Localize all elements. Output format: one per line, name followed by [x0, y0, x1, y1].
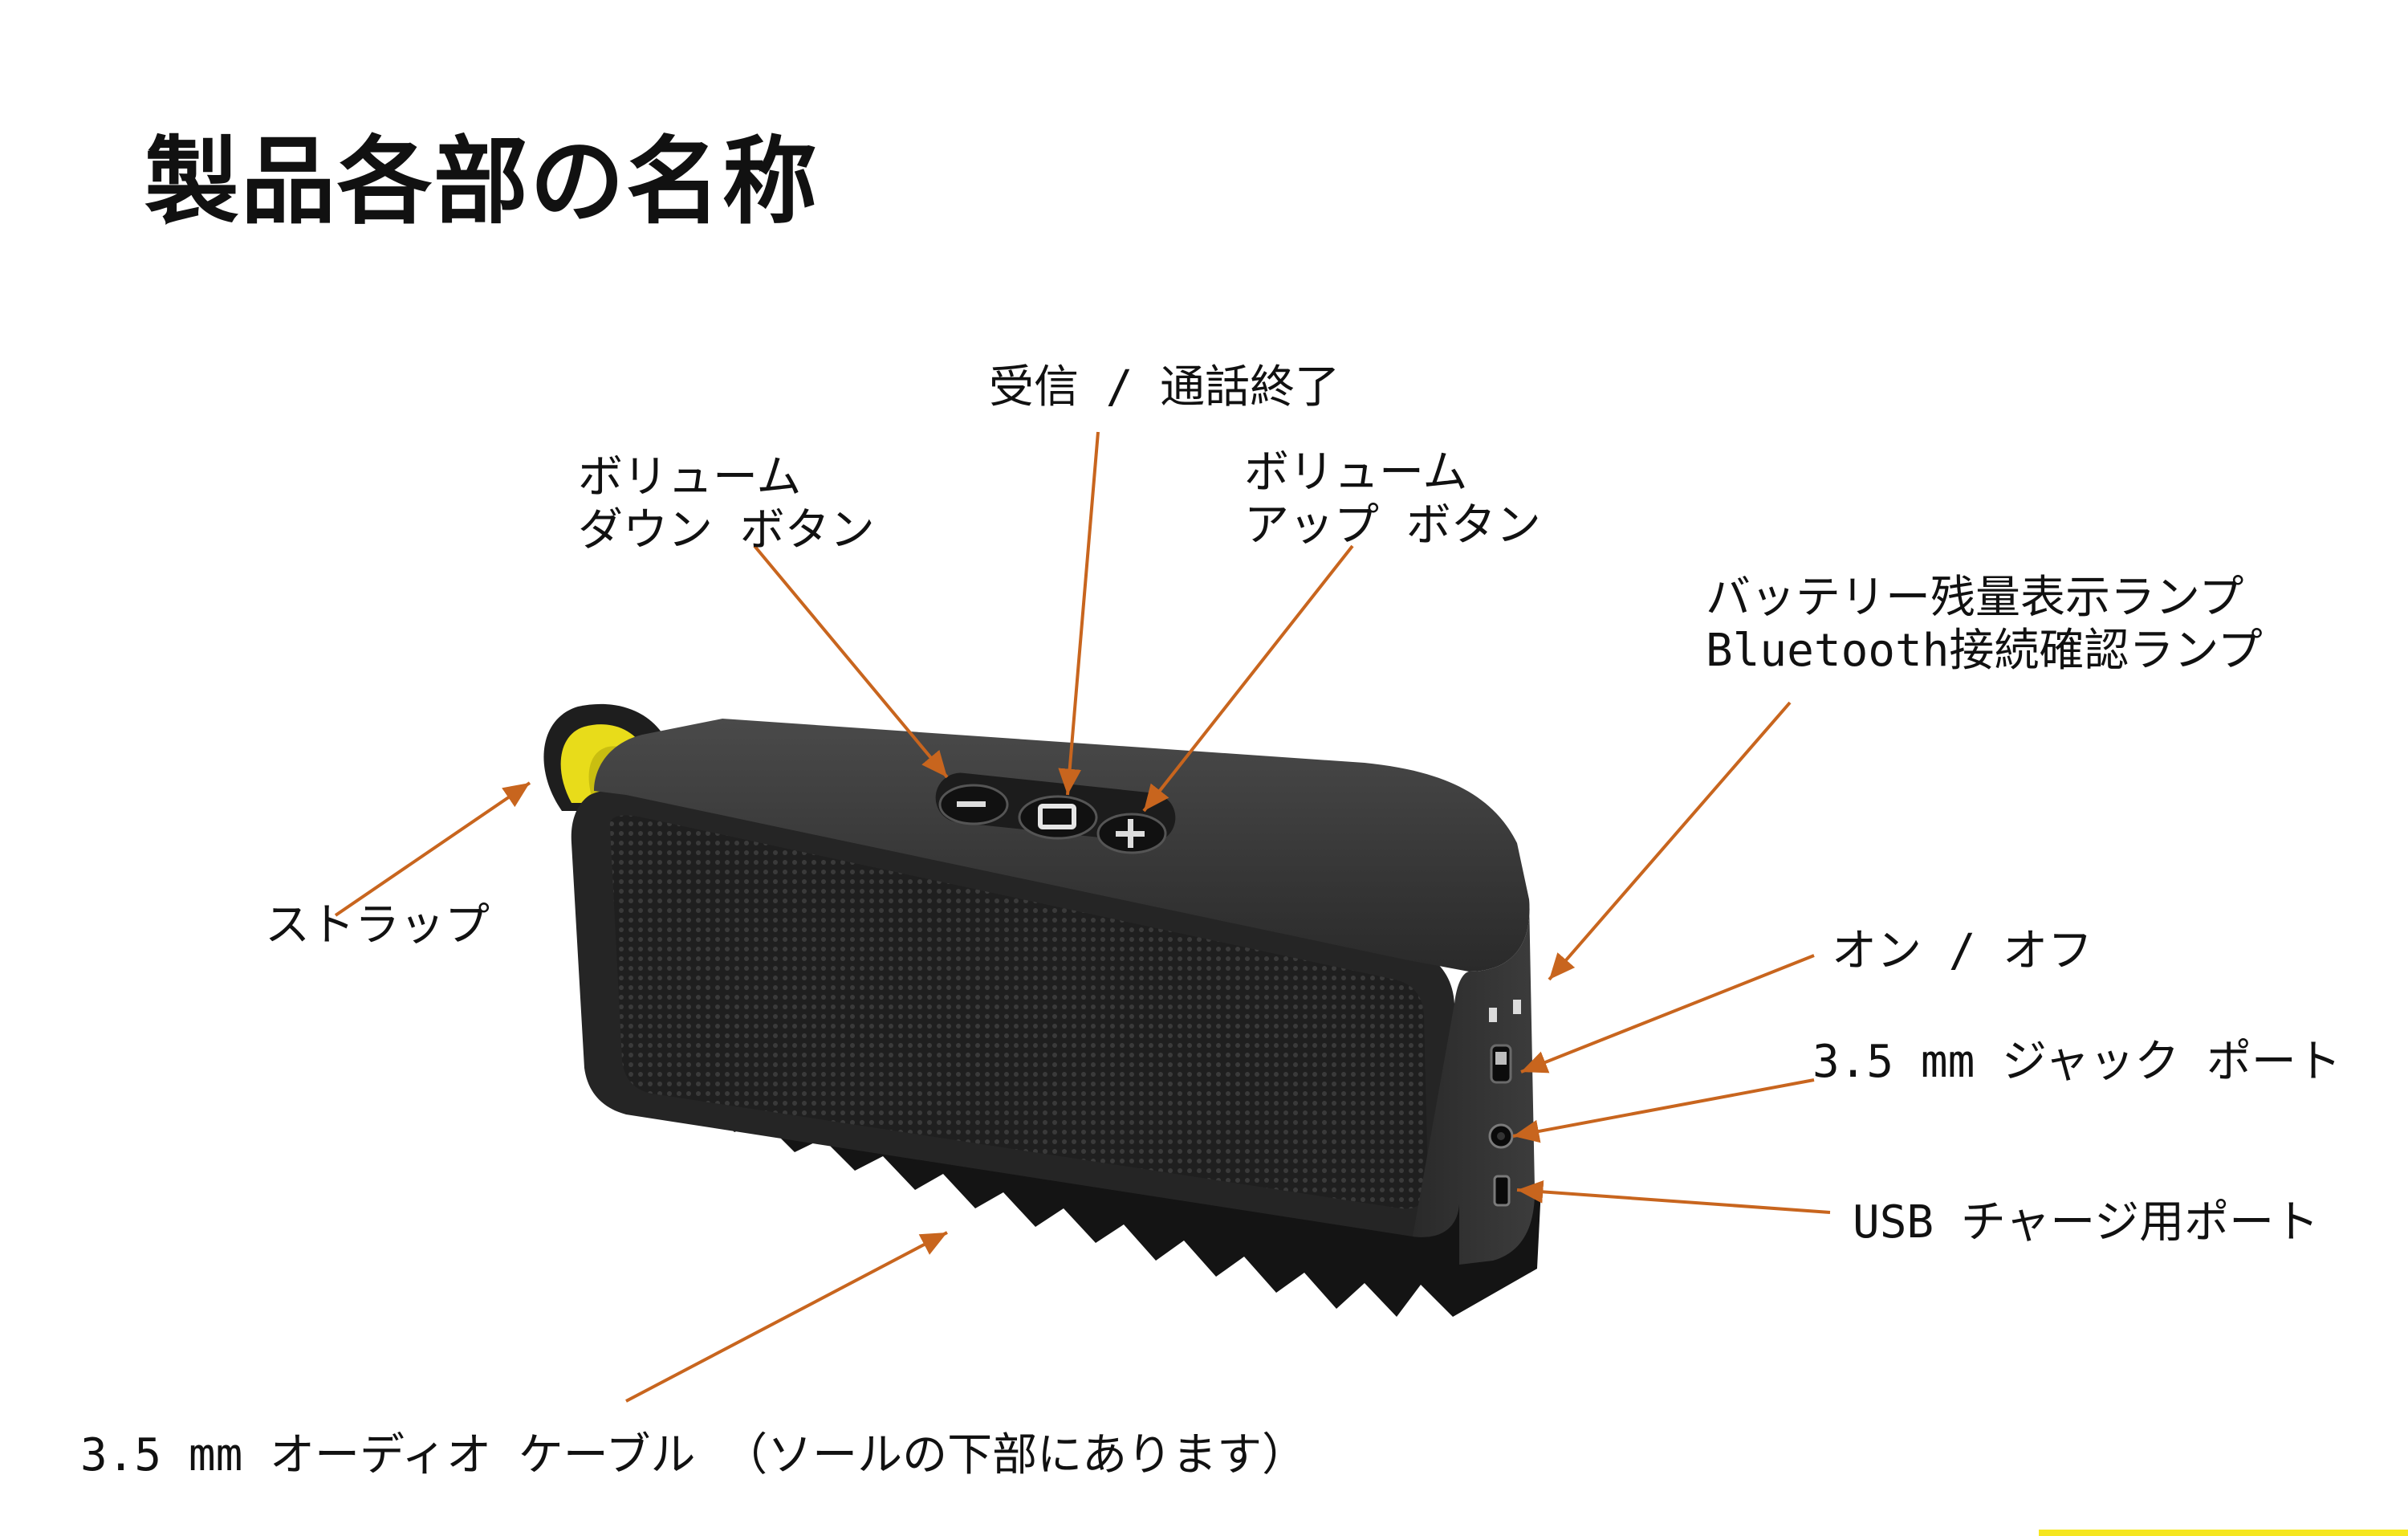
label-usb-port: USB チャージ用ポート — [1853, 1196, 2320, 1249]
leader-usb — [1516, 1180, 1831, 1214]
leader-lines — [334, 431, 1831, 1403]
leader-lamps — [1548, 701, 1792, 981]
label-audio-cable: 3.5 mm オーディオ ケーブル （ソールの下部にあります） — [80, 1429, 1308, 1481]
speaker-front — [571, 789, 1460, 1237]
leader-jack — [1512, 1078, 1815, 1143]
label-strap: ストラップ — [265, 899, 490, 951]
label-jack-port: 3.5 mm ジャック ポート — [1812, 1036, 2341, 1088]
usb-port[interactable] — [1493, 1175, 1511, 1207]
status-lamps — [1489, 1000, 1521, 1022]
leader-strap — [334, 781, 531, 917]
label-lamps: バッテリー残量表示ランプ Bluetooth接続確認ランプ — [1706, 572, 2263, 677]
audio-jack-port[interactable] — [1488, 1123, 1514, 1149]
leader-on-off — [1520, 954, 1815, 1074]
leader-volume-down — [753, 544, 949, 779]
speaker-top — [594, 719, 1530, 972]
volume-down-button[interactable] — [938, 784, 1009, 825]
volume-up-button[interactable] — [1096, 813, 1167, 854]
accent-bar — [2039, 1530, 2408, 1536]
label-volume-up: ボリューム アップ ボタン — [1244, 446, 1541, 552]
answer-end-button[interactable] — [1018, 795, 1098, 840]
label-answer-end: 受信 / 通話終了 — [989, 361, 1340, 414]
leader-answer-end — [1058, 431, 1100, 796]
speaker-side — [1413, 899, 1536, 1265]
label-on-off: オン / オフ — [1832, 925, 2093, 977]
leader-volume-up — [1142, 544, 1354, 813]
label-volume-down: ボリューム ダウン ボタン — [578, 451, 875, 556]
power-switch[interactable] — [1490, 1044, 1512, 1084]
leader-cable — [625, 1231, 948, 1403]
page-title: 製品各部の名称 — [144, 126, 820, 237]
